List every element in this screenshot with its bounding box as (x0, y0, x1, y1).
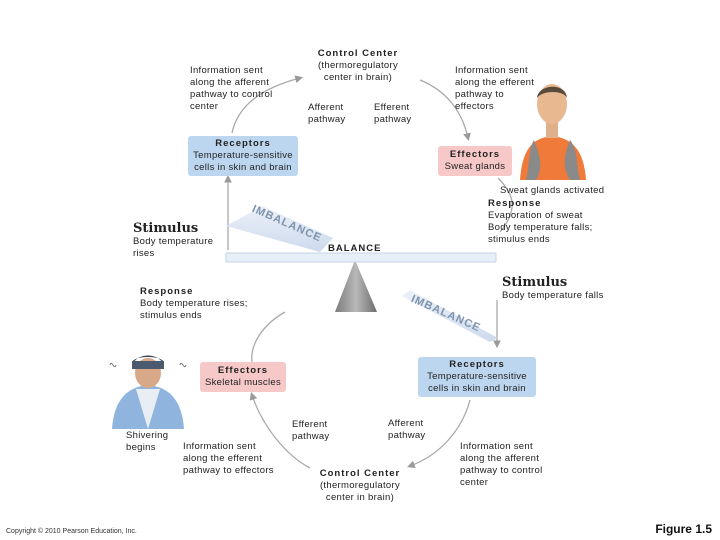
text-line: cells in skin and brain (194, 162, 292, 173)
text-line: along the afferent (190, 77, 270, 88)
text-line: Information sent (460, 441, 533, 452)
text-line: along the afferent (460, 453, 540, 464)
sweat-activated: Sweat glands activated (500, 185, 604, 197)
text-line: center (460, 477, 489, 488)
sweating-man-icon (520, 84, 586, 180)
text-line: pathway (308, 114, 346, 125)
bottom-control-center: Control Center (thermoregulatory center … (310, 468, 410, 504)
text-line: Efferent (292, 419, 328, 430)
text-line: pathway (374, 114, 412, 125)
sweating-man-illustration (512, 70, 592, 180)
text-line: along the efferent (183, 453, 263, 464)
text-line: Temperature-sensitive (193, 150, 293, 161)
text-line: Information sent (183, 441, 256, 452)
top-info-afferent: Information sent along the afferent path… (190, 65, 273, 113)
shivering-begins: Shivering begins (126, 430, 168, 454)
text-line: pathway to control (460, 465, 543, 476)
receptors-title: Receptors (449, 359, 505, 370)
stimulus-title: Stimulus (502, 275, 568, 290)
text-line: rises (133, 248, 155, 259)
top-control-center: Control Center (thermoregulatory center … (308, 48, 408, 84)
figure-label: Figure 1.5 (655, 522, 712, 536)
text-line: stimulus ends (140, 310, 202, 321)
top-info-efferent: Information sent along the efferent path… (455, 65, 534, 113)
text-line: center in brain) (323, 72, 393, 83)
text-line: Body temperature rises; (140, 298, 248, 309)
text-line: Shivering (126, 430, 169, 441)
top-receptors-box: Receptors Temperature-sensitive cells in… (188, 136, 298, 176)
text-line: Skeletal muscles (204, 377, 282, 388)
text-line: pathway to (455, 89, 504, 100)
text-line: along the efferent (455, 77, 535, 88)
seesaw (225, 206, 498, 342)
top-effectors-box: Effectors Sweat glands (438, 146, 512, 176)
text-line: pathway (388, 430, 426, 441)
text-line: pathway to control (190, 89, 273, 100)
text-line: Afferent (308, 102, 344, 113)
bottom-info-afferent: Information sent along the afferent path… (460, 441, 543, 489)
text-line: stimulus ends (488, 234, 550, 245)
imbalance-beam-right (402, 290, 498, 342)
bottom-response: Response Body temperature rises; stimulu… (140, 286, 248, 322)
effectors-title: Effectors (449, 149, 501, 160)
response-title: Response (140, 286, 194, 297)
top-afferent-pathway: Afferent pathway (308, 102, 345, 126)
text-line: Afferent (388, 418, 424, 429)
top-response: Response Evaporation of sweat Body tempe… (488, 198, 593, 246)
stimulus-title: Stimulus (133, 221, 199, 236)
text-line: Information sent (455, 65, 528, 76)
text-line: (thermoregulatory (317, 60, 399, 71)
bottom-afferent-pathway: Afferent pathway (388, 418, 425, 442)
control-center-title: Control Center (317, 48, 399, 59)
balance-label: BALANCE (328, 243, 382, 254)
text-line: Sweat glands (444, 161, 506, 172)
text-line: center in brain) (325, 492, 395, 503)
receptors-title: Receptors (215, 138, 271, 149)
copyright: Copyright © 2010 Pearson Education, Inc. (6, 528, 137, 535)
top-stimulus: Stimulus Body temperature rises (133, 221, 213, 260)
text-line: pathway (292, 431, 330, 442)
shivering-man-illustration (106, 345, 190, 429)
bottom-receptors-box: Receptors Temperature-sensitive cells in… (418, 357, 536, 397)
text-line: Body temperature falls; (488, 222, 593, 233)
bottom-stimulus: Stimulus Body temperature falls (502, 275, 604, 302)
imbalance-beam-left (226, 206, 333, 252)
text-line: begins (126, 442, 156, 453)
text-line: (thermoregulatory (319, 480, 401, 491)
shivering-man-icon (109, 355, 187, 429)
text-line: Body temperature falls (502, 290, 604, 301)
response-title: Response (488, 198, 542, 209)
text-line: center (190, 101, 219, 112)
control-center-title: Control Center (319, 468, 401, 479)
bottom-info-efferent: Information sent along the efferent path… (183, 441, 274, 477)
text-line: cells in skin and brain (428, 383, 526, 394)
text-line: pathway to effectors (183, 465, 274, 476)
balance-beam (225, 252, 497, 263)
top-cycle-arrows (224, 75, 513, 250)
text-line: Information sent (190, 65, 263, 76)
bottom-effectors-box: Effectors Skeletal muscles (200, 362, 286, 392)
top-efferent-pathway: Efferent pathway (374, 102, 411, 126)
text-line: Sweat glands activated (500, 185, 605, 196)
text-line: Efferent (374, 102, 410, 113)
text-line: effectors (455, 101, 494, 112)
text-line: Body temperature (133, 236, 214, 247)
bottom-efferent-pathway: Efferent pathway (292, 419, 329, 443)
seesaw-fulcrum (335, 260, 377, 312)
effectors-title: Effectors (217, 365, 269, 376)
bottom-cycle-arrows (249, 300, 501, 469)
text-line: Evaporation of sweat (488, 210, 583, 221)
text-line: Temperature-sensitive (427, 371, 527, 382)
